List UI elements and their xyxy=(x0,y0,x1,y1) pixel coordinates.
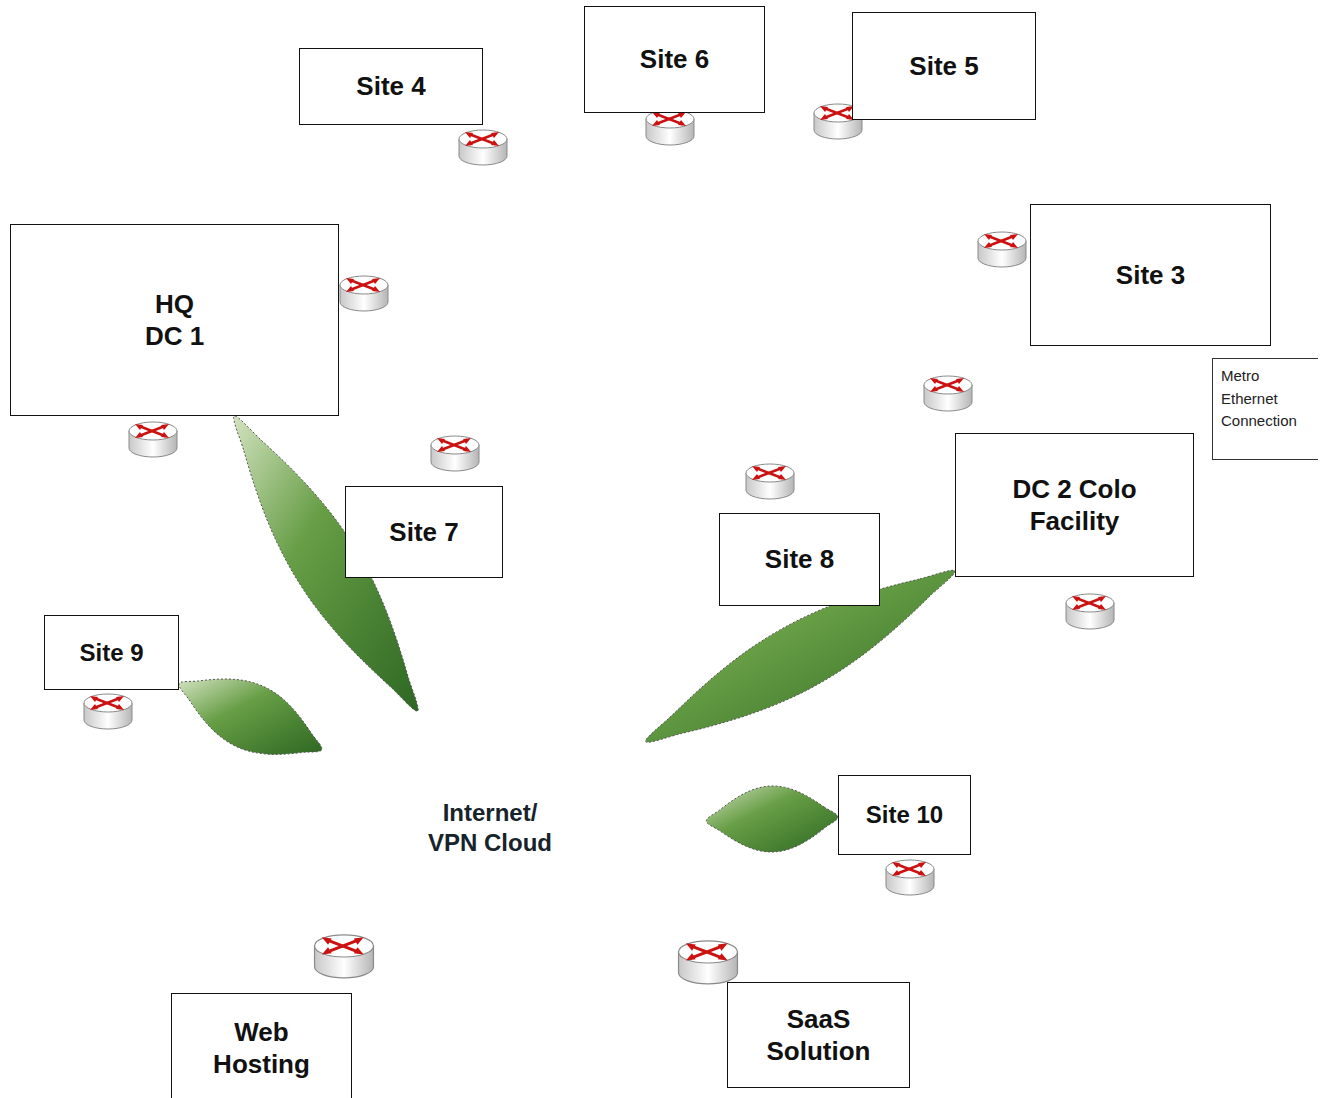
cloud-lobe-fill xyxy=(542,152,839,449)
site-box: Site 7 xyxy=(345,486,503,578)
vpn-tunnel xyxy=(179,679,322,754)
node-label: Web Hosting xyxy=(202,1016,322,1081)
node-label: Site 7 xyxy=(389,516,458,549)
router-icon xyxy=(84,694,132,729)
node-label: Site 4 xyxy=(356,70,425,103)
router-icon xyxy=(679,941,738,984)
cloud-lobe xyxy=(665,850,805,970)
node-label: Site 3 xyxy=(1116,259,1185,292)
leader-line xyxy=(1113,386,1207,410)
node-label: Site 10 xyxy=(866,800,943,830)
cloud-lobe-fill xyxy=(394,146,567,319)
cloud-lobe xyxy=(819,126,991,298)
datacenter-box: HQ DC 1 xyxy=(10,224,339,416)
site-box: Site 9 xyxy=(44,615,179,690)
node-label: Internet/ VPN Cloud xyxy=(425,798,555,858)
tunnel-ellipse xyxy=(353,260,700,334)
router-icon xyxy=(431,436,479,471)
router-icon xyxy=(315,935,374,978)
cloud-lobe xyxy=(803,346,947,490)
node-label: Site 8 xyxy=(765,543,834,576)
node-label: Site 6 xyxy=(640,43,709,76)
leader-line xyxy=(1101,349,1121,430)
node-label: DC 2 Colo Facility xyxy=(995,473,1155,538)
cloud-lobe xyxy=(592,725,808,945)
callout-label: Metro Ethernet Connection xyxy=(1221,365,1291,433)
tunnel-ellipse xyxy=(675,217,1017,335)
cloud-lobe xyxy=(392,144,568,320)
router-icon xyxy=(746,464,794,499)
tunnel-ellipse xyxy=(669,265,969,431)
tunnel-ellipse xyxy=(655,277,805,505)
datacenter-box: DC 2 Colo Facility xyxy=(955,433,1194,577)
cloud-lobe xyxy=(572,362,708,498)
cloud-lobe xyxy=(445,852,735,1008)
site-box: Site 3 xyxy=(1030,204,1271,346)
cloud-lobe xyxy=(692,370,828,506)
site-box: Site 4 xyxy=(299,48,483,125)
service-box: Web Hosting xyxy=(171,993,352,1098)
router-icon xyxy=(1066,594,1114,629)
cloud-lobe xyxy=(195,745,445,945)
cloud-lobe xyxy=(540,150,840,450)
internet-cloud: Internet/ VPN Cloud xyxy=(170,645,810,1010)
cloud-lobe xyxy=(305,660,535,820)
cloud-lobe-fill xyxy=(376,246,529,399)
router-icon xyxy=(340,276,388,311)
tunnel-ellipse xyxy=(455,115,718,334)
node-label: Site 5 xyxy=(909,50,978,83)
router-icon xyxy=(646,110,694,145)
cloud-lobe xyxy=(230,863,500,1007)
title-band-edge xyxy=(12,10,60,135)
cloud-lobe xyxy=(374,244,530,400)
cloud-lobe-fill xyxy=(805,348,946,489)
router-icon xyxy=(886,860,934,895)
site-box: Site 8 xyxy=(719,513,880,606)
cloud-lobe-fill xyxy=(821,128,990,297)
tunnel-ellipse xyxy=(428,266,717,489)
metro-ethernet-cloud xyxy=(374,74,1003,506)
cloud-lobe-fill xyxy=(489,96,642,249)
cloud-lobe xyxy=(240,695,740,975)
callout-box: Metro Ethernet Connection xyxy=(1212,358,1318,460)
tunnel-ellipse xyxy=(706,786,838,852)
node-label: SaaS Solution xyxy=(754,1003,884,1068)
site-box: Site 6 xyxy=(584,6,765,113)
router-icon xyxy=(129,422,177,457)
router-icon xyxy=(978,232,1026,267)
router-icon xyxy=(459,130,507,165)
vpn-tunnel xyxy=(706,786,838,852)
site-box: Site 5 xyxy=(852,12,1036,120)
service-box: SaaS Solution xyxy=(727,982,910,1088)
tunnel-ellipse xyxy=(179,679,322,754)
cloud-lobe xyxy=(487,94,643,250)
cloud-lobe-fill xyxy=(849,246,1002,399)
cloud-lobe xyxy=(847,244,1003,400)
cloud-lobe-fill xyxy=(574,364,707,497)
router-icon xyxy=(924,376,972,411)
node-label: HQ DC 1 xyxy=(140,288,210,353)
site-box: Site 10 xyxy=(838,775,971,855)
cloud-lobe-fill xyxy=(694,372,827,505)
node-label: Site 9 xyxy=(79,638,143,668)
cloud-shape xyxy=(170,645,810,1010)
